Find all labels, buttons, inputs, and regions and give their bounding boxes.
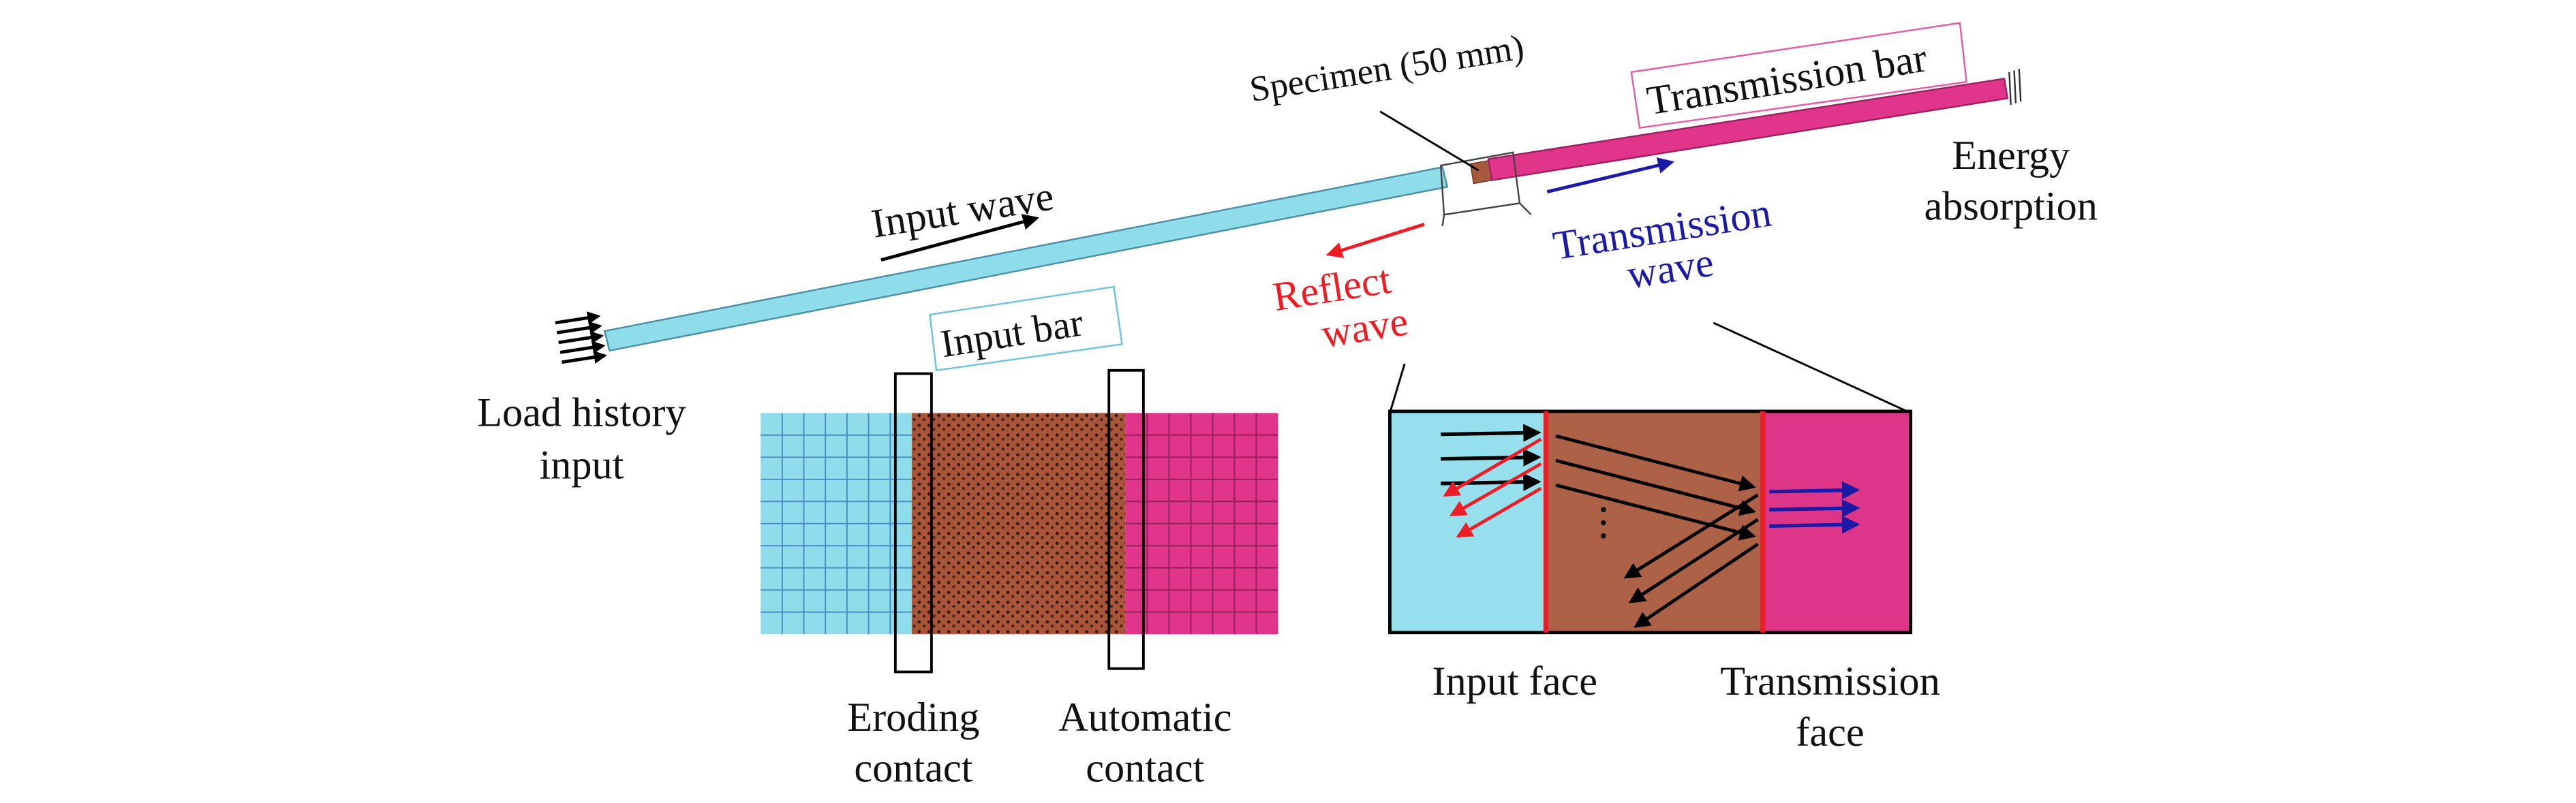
specimen-forward-arrows: [1555, 434, 1756, 541]
mesh-specimen: [911, 413, 1126, 635]
zoom-input-bar: [1390, 411, 1546, 633]
eroding-contact-label-2: contact: [854, 746, 972, 791]
load-history-label-1: Load history: [477, 390, 686, 436]
wave-zoom-panel: [1388, 409, 1913, 635]
zoom-transmission-bar: [1762, 411, 1911, 633]
energy-absorption-icon: [2008, 68, 2022, 106]
transmission-bar: [1487, 78, 2009, 182]
automatic-contact-label-1: Automatic: [1058, 695, 1231, 740]
zoom-leader-right: [1713, 321, 1912, 414]
input-wave-label: Input wave: [868, 174, 1057, 247]
input-bar-label-box: [929, 285, 1123, 372]
automatic-contact-label-2: contact: [1086, 746, 1204, 791]
transmission-bar-label-box: [1630, 22, 1967, 129]
automatic-contact-box: [1107, 368, 1145, 670]
mesh-model: [761, 413, 1278, 635]
specimen-leader-line: [1379, 110, 1479, 172]
input-face-label: Input face: [1432, 659, 1597, 704]
eroding-contact-label-1: Eroding: [847, 695, 979, 740]
load-history-arrows-icon: [555, 311, 607, 364]
transmitted-wave-arrows: [1769, 481, 1860, 534]
zoom-leader-left: [1389, 363, 1406, 413]
reflect-wave-arrow: [1325, 223, 1425, 258]
energy-absorption-label-2: absorption: [1925, 183, 2098, 229]
load-history-label-2: input: [539, 443, 624, 488]
energy-absorption-label-1: Energy: [1952, 133, 2070, 178]
input-bar: [603, 166, 1449, 352]
specimen-backward-arrows: [1623, 493, 1759, 628]
specimen-label: Specimen (50 mm): [1247, 27, 1527, 110]
zoom-specimen: [1546, 411, 1763, 633]
input-wave-arrow: [880, 213, 1040, 262]
transmission-face-label-2: face: [1796, 710, 1864, 755]
transmission-face-label-1: Transmission: [1720, 659, 1940, 704]
specimen-zoom-box: [1439, 151, 1532, 227]
eroding-contact-box: [893, 372, 933, 674]
transmission-wave-arrow: [1546, 157, 1675, 193]
reflected-wave-arrows: [1443, 437, 1542, 538]
ellipsis-dots: [1601, 507, 1606, 539]
